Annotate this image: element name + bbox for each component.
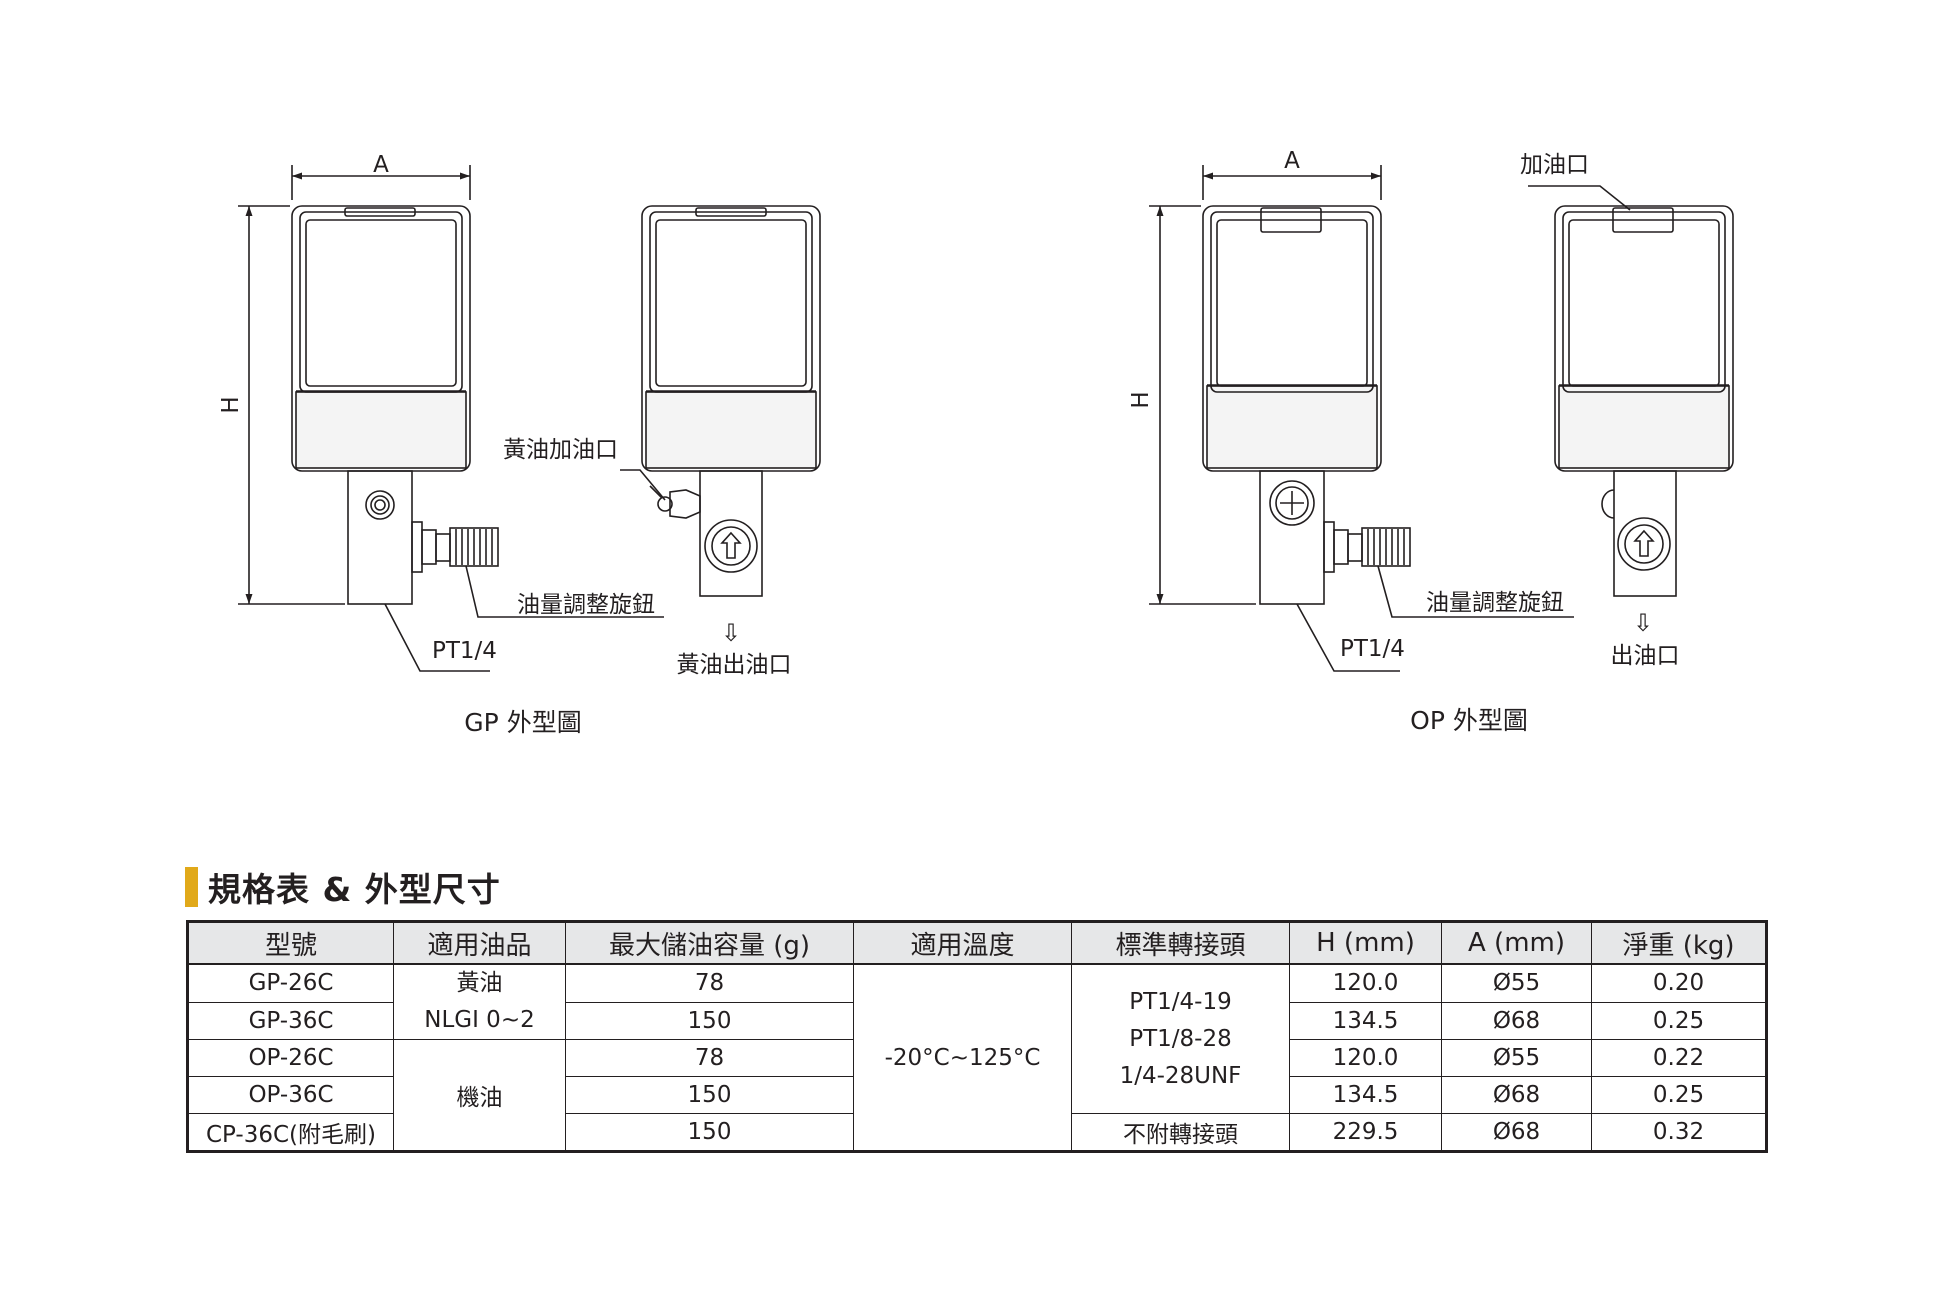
- cell-model: OP-36C: [187, 1076, 394, 1114]
- col-temperature: 適用溫度: [853, 921, 1072, 965]
- cell-a: Ø55: [1441, 1039, 1592, 1077]
- cell-a: Ø68: [1441, 1113, 1592, 1152]
- gp-dim-h-label: H: [218, 396, 244, 413]
- adapter-line: PT1/8-28: [1129, 1025, 1232, 1052]
- col-h: H (mm): [1289, 921, 1442, 965]
- cell-capacity: 150: [565, 1001, 854, 1040]
- op-front-view: [1149, 165, 1574, 672]
- col-oil-type: 適用油品: [393, 921, 566, 965]
- cell-capacity: 78: [565, 963, 854, 1003]
- col-weight: 淨重 (kg): [1591, 921, 1767, 965]
- cell-h: 229.5: [1289, 1113, 1442, 1152]
- cell-model: GP-36C: [187, 1001, 394, 1040]
- col-adapter: 標準轉接頭: [1071, 921, 1290, 965]
- cell-a: Ø68: [1441, 1001, 1592, 1040]
- cell-a: Ø55: [1441, 963, 1592, 1003]
- op-dim-a-label: A: [1284, 148, 1300, 174]
- spec-title: 規格表 & 外型尺寸: [208, 870, 501, 909]
- cell-adapter-none: 不附轉接頭: [1071, 1113, 1290, 1152]
- gp-grease-outlet-label: 黃油出油口: [677, 652, 792, 678]
- spec-section-title: 規格表 & 外型尺寸: [185, 866, 501, 909]
- table-row: GP-26C 黃油 NLGI 0~2 78 -20°C~125°C PT1/4-…: [187, 963, 1767, 1152]
- cell-model: OP-26C: [187, 1039, 394, 1077]
- cell-model: GP-26C: [187, 963, 394, 1003]
- cell-capacity: 150: [565, 1113, 854, 1152]
- spec-table: 型號 適用油品 最大儲油容量 (g) 適用溫度 標準轉接頭 H (mm) A (…: [186, 920, 1768, 1153]
- cell-oil-grease: 黃油 NLGI 0~2: [393, 963, 566, 1040]
- cell-weight: 0.20: [1591, 963, 1767, 1003]
- oil-grease-line: NLGI 0~2: [424, 1007, 535, 1033]
- op-oil-inlet-label: 加油口: [1520, 152, 1589, 178]
- cell-model: CP-36C(附毛刷): [187, 1113, 394, 1152]
- cell-weight: 0.25: [1591, 1001, 1767, 1040]
- gp-dim-a-label: A: [373, 152, 389, 178]
- adapter-line: PT1/4-19: [1129, 988, 1232, 1015]
- cell-h: 120.0: [1289, 1039, 1442, 1077]
- gp-adjust-knob-label: 油量調整旋鈕: [517, 592, 655, 618]
- op-outlet-arrow-icon: ⇩: [1633, 609, 1653, 637]
- op-oil-outlet-label: 出油口: [1611, 643, 1680, 669]
- cell-weight: 0.22: [1591, 1039, 1767, 1077]
- col-model: 型號: [187, 921, 394, 965]
- op-dim-h-label: H: [1128, 391, 1154, 408]
- oil-grease-line: 黃油: [456, 970, 503, 996]
- gp-side-view: [620, 205, 821, 597]
- title-accent-bar: [185, 867, 198, 907]
- op-thread-label: PT1/4: [1340, 636, 1405, 662]
- gp-front-view: [238, 165, 664, 672]
- outline-drawings: A H 黃油加油口 油量調整旋鈕 PT1/4 ⇩ 黃油出油口 GP 外型圖 A …: [218, 148, 1734, 737]
- adapter-line: 1/4-28UNF: [1119, 1062, 1242, 1089]
- cell-oil-machine: 機油: [393, 1039, 566, 1152]
- cell-h: 120.0: [1289, 963, 1442, 1003]
- cell-weight: 0.25: [1591, 1076, 1767, 1114]
- gp-grease-inlet-label: 黃油加油口: [503, 437, 618, 463]
- col-capacity: 最大儲油容量 (g): [565, 921, 854, 965]
- cell-h: 134.5: [1289, 1076, 1442, 1114]
- col-a: A (mm): [1441, 921, 1592, 965]
- table-row: CP-36C(附毛刷) 150 不附轉接頭 229.5 Ø68 0.32: [187, 1113, 1767, 1152]
- cell-temperature: -20°C~125°C: [853, 963, 1072, 1152]
- gp-caption: GP 外型圖: [464, 708, 581, 737]
- cell-h: 134.5: [1289, 1001, 1442, 1040]
- op-side-view: [1528, 185, 1734, 597]
- cell-weight: 0.32: [1591, 1113, 1767, 1152]
- gp-thread-label: PT1/4: [432, 638, 497, 664]
- table-header-row: 型號 適用油品 最大儲油容量 (g) 適用溫度 標準轉接頭 H (mm) A (…: [187, 921, 1767, 965]
- cell-a: Ø68: [1441, 1076, 1592, 1114]
- op-caption: OP 外型圖: [1410, 706, 1528, 735]
- cell-capacity: 78: [565, 1039, 854, 1077]
- cell-capacity: 150: [565, 1076, 854, 1114]
- gp-outlet-arrow-icon: ⇩: [721, 619, 741, 647]
- table-row: GP-36C 150 134.5 Ø68 0.25: [187, 1001, 1767, 1040]
- op-adjust-knob-label: 油量調整旋鈕: [1426, 590, 1564, 616]
- cell-adapters: PT1/4-19 PT1/8-28 1/4-28UNF: [1071, 963, 1290, 1114]
